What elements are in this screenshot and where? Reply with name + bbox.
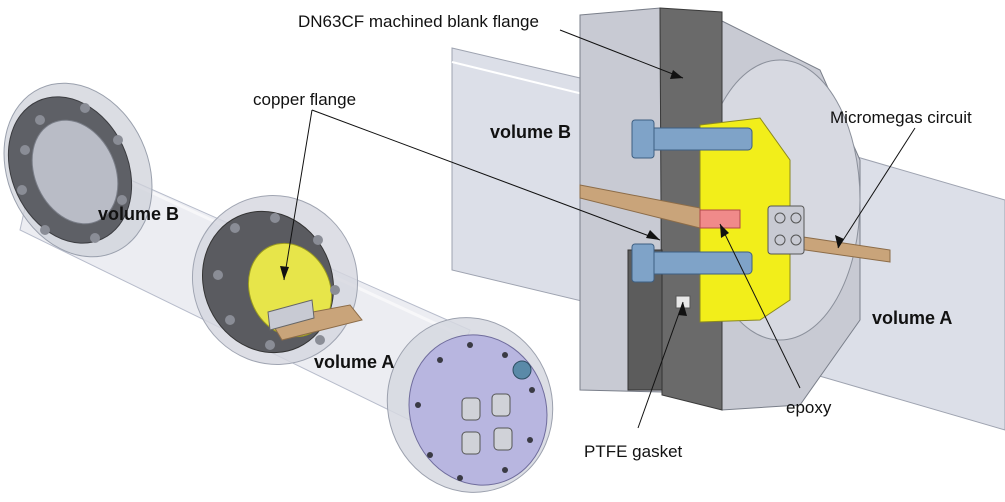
right-section-view <box>451 7 1005 431</box>
connectors <box>767 205 805 255</box>
label-epoxy: epoxy <box>786 398 832 417</box>
label-ptfe-gasket: PTFE gasket <box>584 442 683 461</box>
label-volume-a-right: volume A <box>872 308 953 328</box>
leader-blank-flange <box>559 29 684 79</box>
left-assembly-view <box>3 82 554 493</box>
connector-row-left <box>267 299 315 331</box>
label-copper-flange: copper flange <box>253 90 357 109</box>
label-micromegas: Micromegas circuit <box>830 108 972 127</box>
end-plate <box>386 317 554 493</box>
bolts <box>631 119 753 283</box>
leader-copper-flange-right <box>311 109 661 241</box>
label-volume-a-left: volume A <box>314 352 395 372</box>
label-volume-b-left: volume B <box>98 204 180 224</box>
label-blank-flange: DN63CF machined blank flange <box>298 12 539 31</box>
epoxy-seal <box>699 209 741 229</box>
circuit-strip-left <box>269 304 363 341</box>
arrowheads <box>280 70 844 316</box>
leader-epoxy <box>719 223 801 389</box>
middle-flange <box>191 195 363 365</box>
leader-copper-flange-left <box>283 109 313 281</box>
leader-ptfe <box>637 301 684 429</box>
far-flange <box>3 82 153 258</box>
leader-lines <box>283 29 916 429</box>
leader-micromegas <box>837 127 916 249</box>
label-volume-b-right: volume B <box>490 122 572 142</box>
